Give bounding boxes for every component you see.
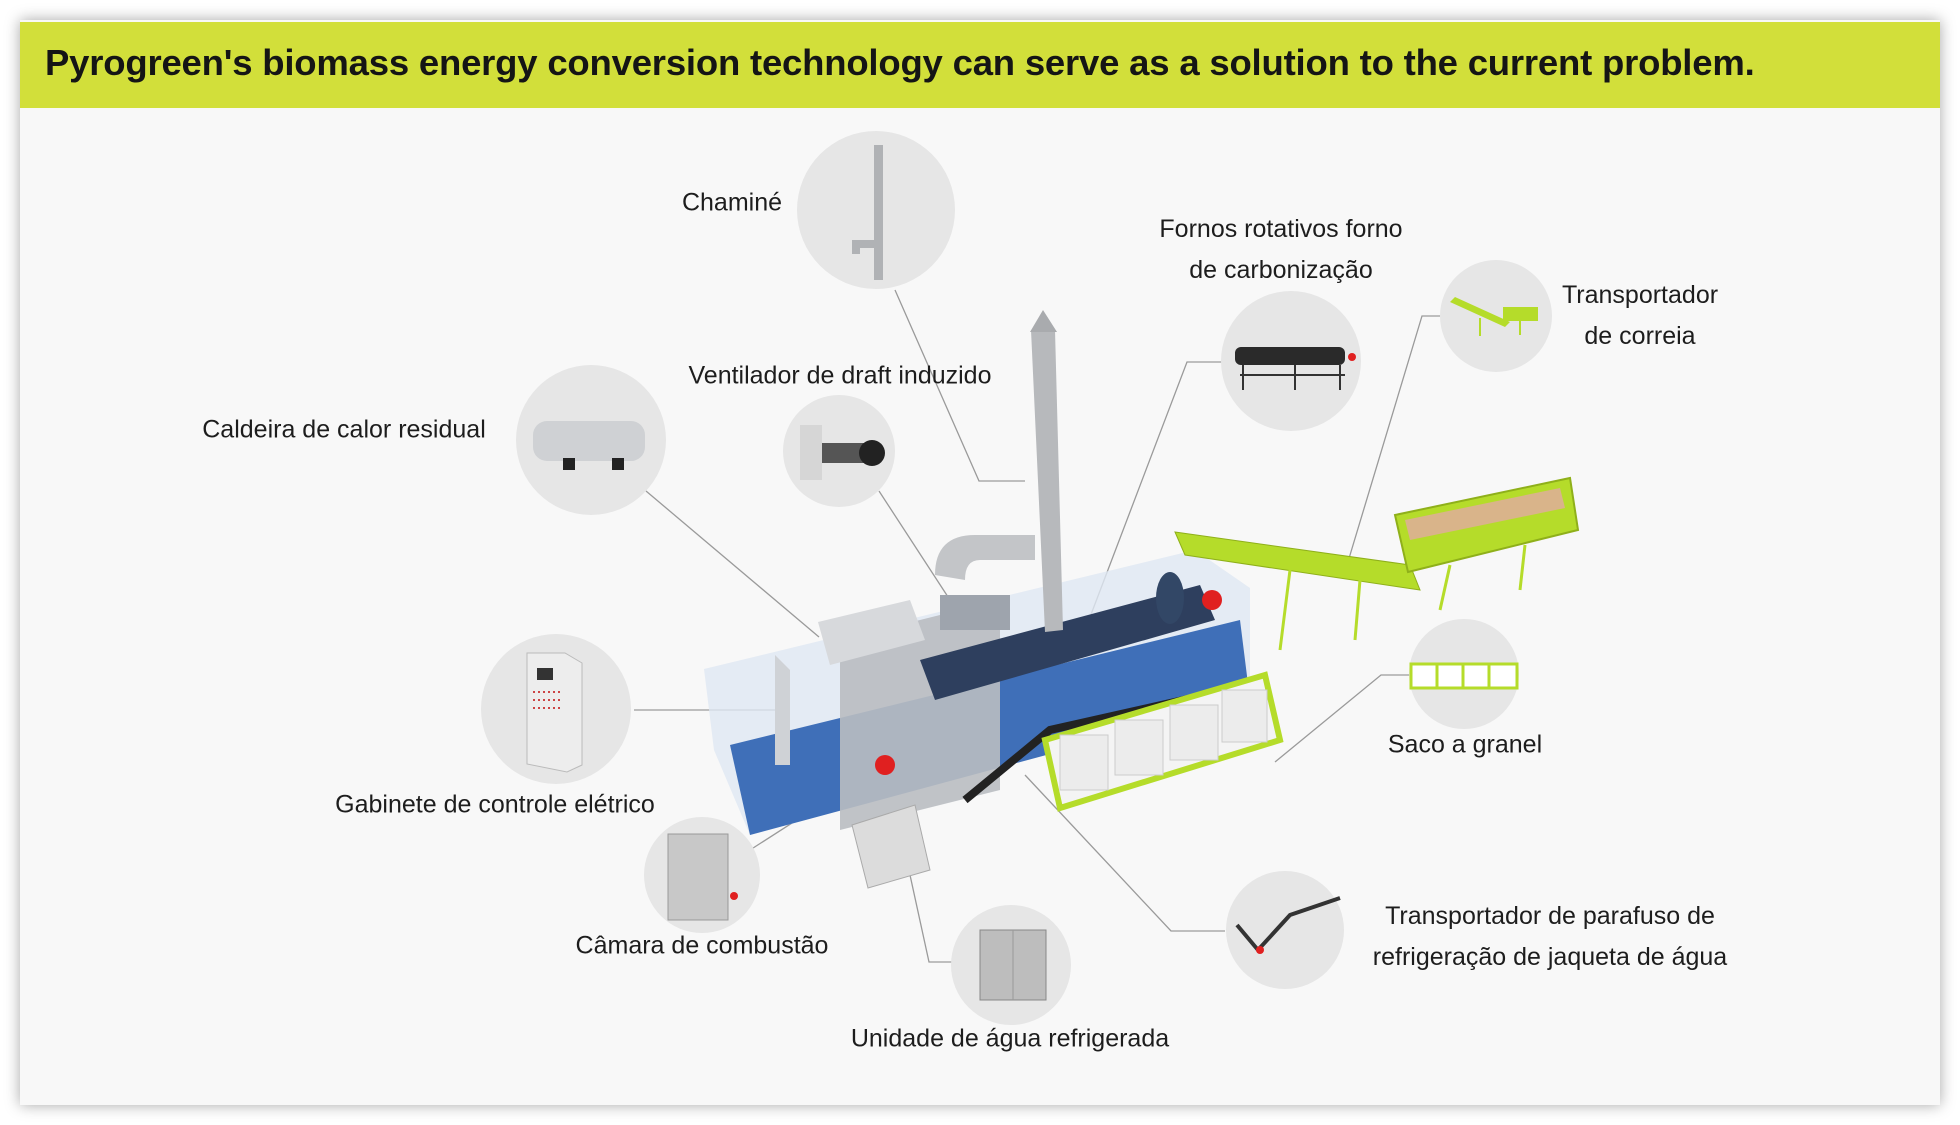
rotary-kiln-body [920,585,1215,700]
water-unit-icon [979,929,1047,1001]
machine-assembly [704,310,1580,889]
kiln-ring [1156,572,1184,624]
label-bulk-bag: Saco a granel [1387,730,1543,759]
header-banner: Pyrogreen's biomass energy conversion te… [20,22,1940,108]
label-screw-conveyor: Transportador de parafuso de refrigeração… [1373,896,1727,978]
thumbnail-icons [526,145,1538,1001]
leader-line-chimney [894,289,1025,482]
label-chilled-water-unit: Unidade de água refrigerada [850,1024,1170,1053]
label-line: de carbonização [1189,256,1373,284]
label-line: Fornos rotativos forno [1159,215,1403,243]
conveyor-legs [1278,544,1527,651]
chiller-box [851,804,931,889]
combustion-chamber-icon [667,833,738,921]
label-belt-conveyor: Transportador de correia [1562,275,1718,357]
flue-duct [935,535,1035,580]
label-waste-heat-boiler: Caldeira de calor residual [202,415,486,444]
bulk-bags [1059,689,1268,791]
leader-line-fan [878,490,951,601]
screw-conveyor-icon [1235,896,1341,954]
label-line: Transportador de parafuso de [1385,902,1715,930]
chimney-icon [852,145,883,280]
diagram-card: Pyrogreen's biomass energy conversion te… [20,20,1940,1105]
leader-line-bag [1274,674,1410,763]
boiler-icon [533,421,645,470]
chimney-cap [1030,310,1057,332]
label-control-cabinet: Gabinete de controle elétrico [335,790,655,819]
waste-heat-boiler-unit [818,600,925,665]
label-combustion-chamber: Câmara de combustão [575,931,829,960]
label-induced-draft-fan: Ventilador de draft induzido [688,361,992,390]
kiln-burner [1202,590,1222,610]
fan-unit [940,595,1010,630]
leader-line-screw [1024,774,1225,932]
leader-line-boiler [645,490,820,638]
leader-line-belt [1343,315,1440,576]
kiln-icon [1235,347,1356,390]
leader-line-kiln [1086,361,1222,626]
label-chimney: Chaminé [681,188,783,217]
control-cabinet-icon [526,652,583,773]
belt-conveyor-icon [1450,297,1538,336]
belt-conveyor [1174,531,1421,591]
combustion-burner [875,755,895,775]
label-line: refrigeração de jaqueta de água [1372,943,1728,971]
bulk-bag-icon [1409,662,1519,690]
equipment-illustration [481,131,1580,1025]
label-rotary-kiln: Fornos rotativos forno de carbonização [1159,209,1402,291]
leader-line-water [909,874,952,963]
page-title: Pyrogreen's biomass energy conversion te… [45,42,1755,83]
fan-icon [800,425,885,480]
hopper-material [1405,488,1565,540]
screw-conveyor-thumbnail [1226,871,1344,989]
chimney-stack [1031,330,1063,632]
label-line: de correia [1584,322,1696,350]
label-line: Transportador [1561,281,1719,309]
boiler-pipe [775,655,790,765]
